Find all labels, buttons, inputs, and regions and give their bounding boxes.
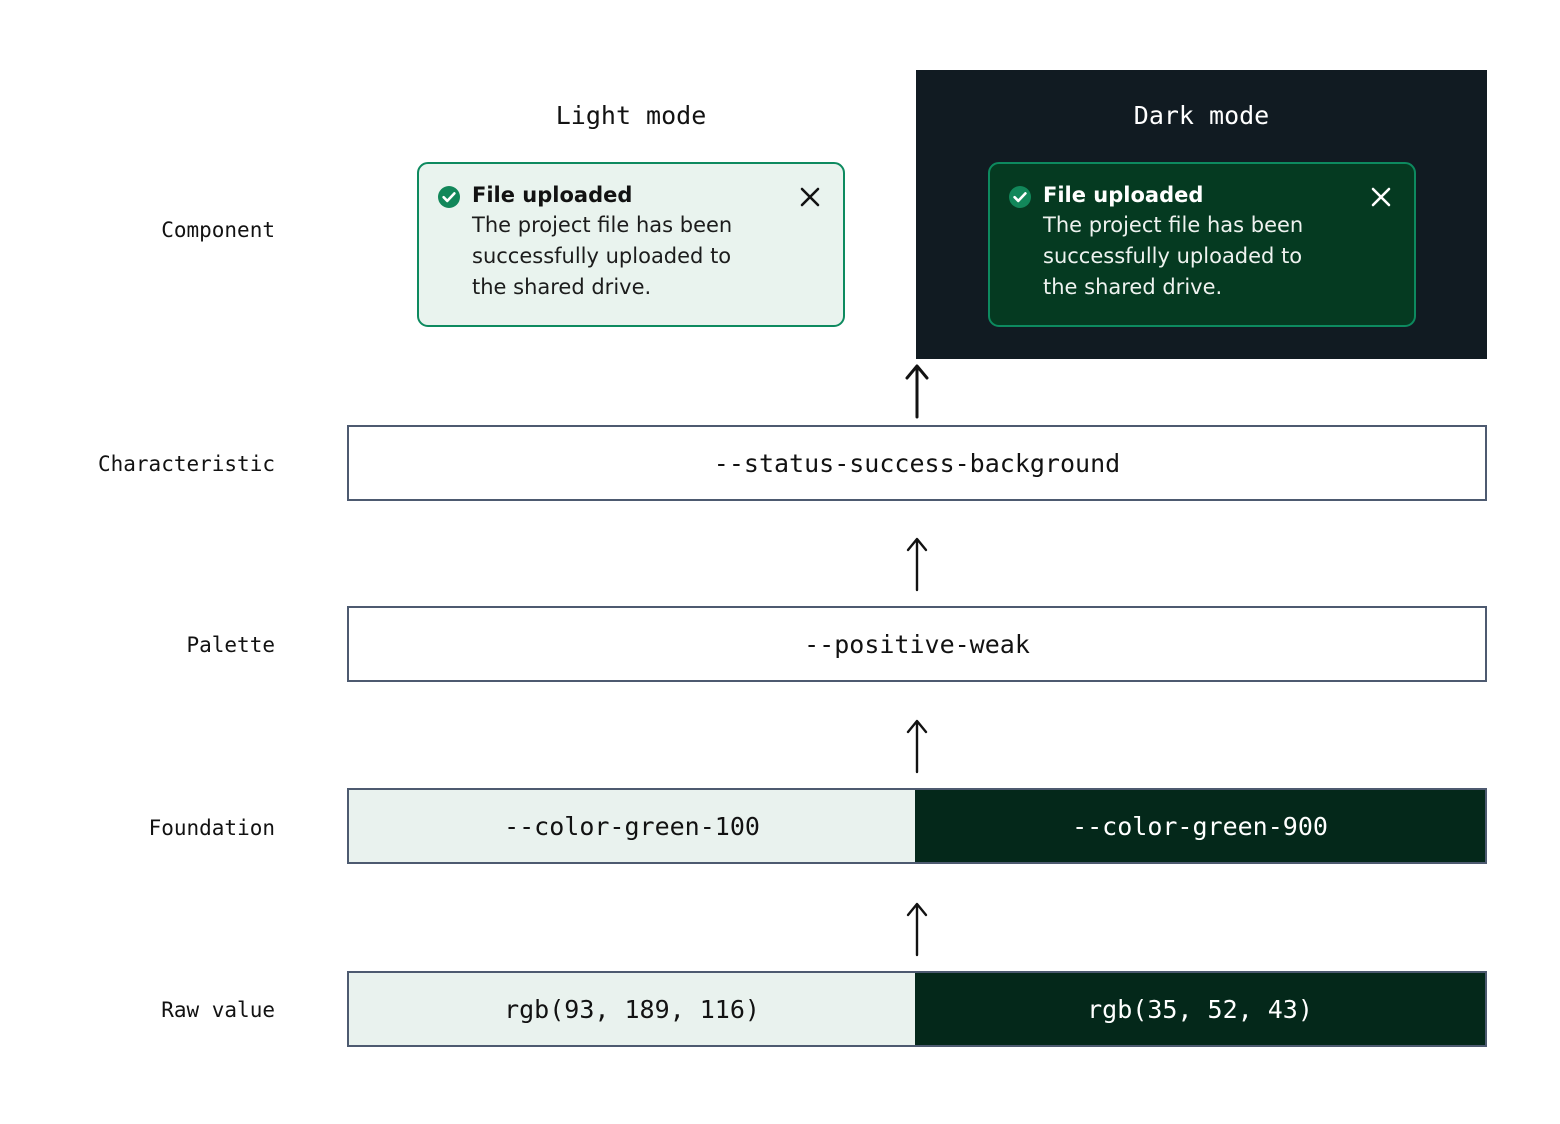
arrow-up-icon [902,716,932,774]
check-circle-icon [1008,185,1032,209]
light-mode-title: Light mode [555,101,707,130]
toast-body: File uploaded The project file has been … [1043,182,1362,303]
token-value-foundation-light: --color-green-100 [349,790,915,862]
token-value-foundation-dark: --color-green-900 [915,790,1485,862]
token-box-palette: --positive-weak [347,606,1487,682]
token-value-raw-light: rgb(93, 189, 116) [349,973,915,1045]
arrow-up-icon [902,899,932,957]
dark-mode-title: Dark mode [1133,101,1270,130]
toast-message: The project file has been successfully u… [472,213,733,299]
close-icon[interactable] [797,184,823,210]
row-label-raw-value: Raw value [161,998,275,1022]
close-icon[interactable] [1368,184,1394,210]
token-value-raw-dark: rgb(35, 52, 43) [915,973,1485,1045]
token-value-characteristic: --status-success-background [713,448,1121,478]
row-label-characteristic: Characteristic [97,452,275,476]
toast-body: File uploaded The project file has been … [472,182,791,303]
check-circle-icon [437,185,461,209]
toast-message: The project file has been successfully u… [1043,213,1304,299]
token-value-palette: --positive-weak [804,629,1030,659]
arrow-up-icon [902,361,932,419]
toast-light-mode: File uploaded The project file has been … [417,162,845,327]
arrow-up-icon [902,534,932,592]
toast-title: File uploaded [1043,183,1204,207]
row-label-component: Component [161,218,275,242]
token-box-raw-value: rgb(93, 189, 116) rgb(35, 52, 43) [347,971,1487,1047]
token-box-foundation: --color-green-100 --color-green-900 [347,788,1487,864]
toast-title: File uploaded [472,183,633,207]
toast-dark-mode: File uploaded The project file has been … [988,162,1416,327]
row-label-palette: Palette [186,633,275,657]
row-label-foundation: Foundation [148,816,275,840]
token-box-characteristic: --status-success-background [347,425,1487,501]
